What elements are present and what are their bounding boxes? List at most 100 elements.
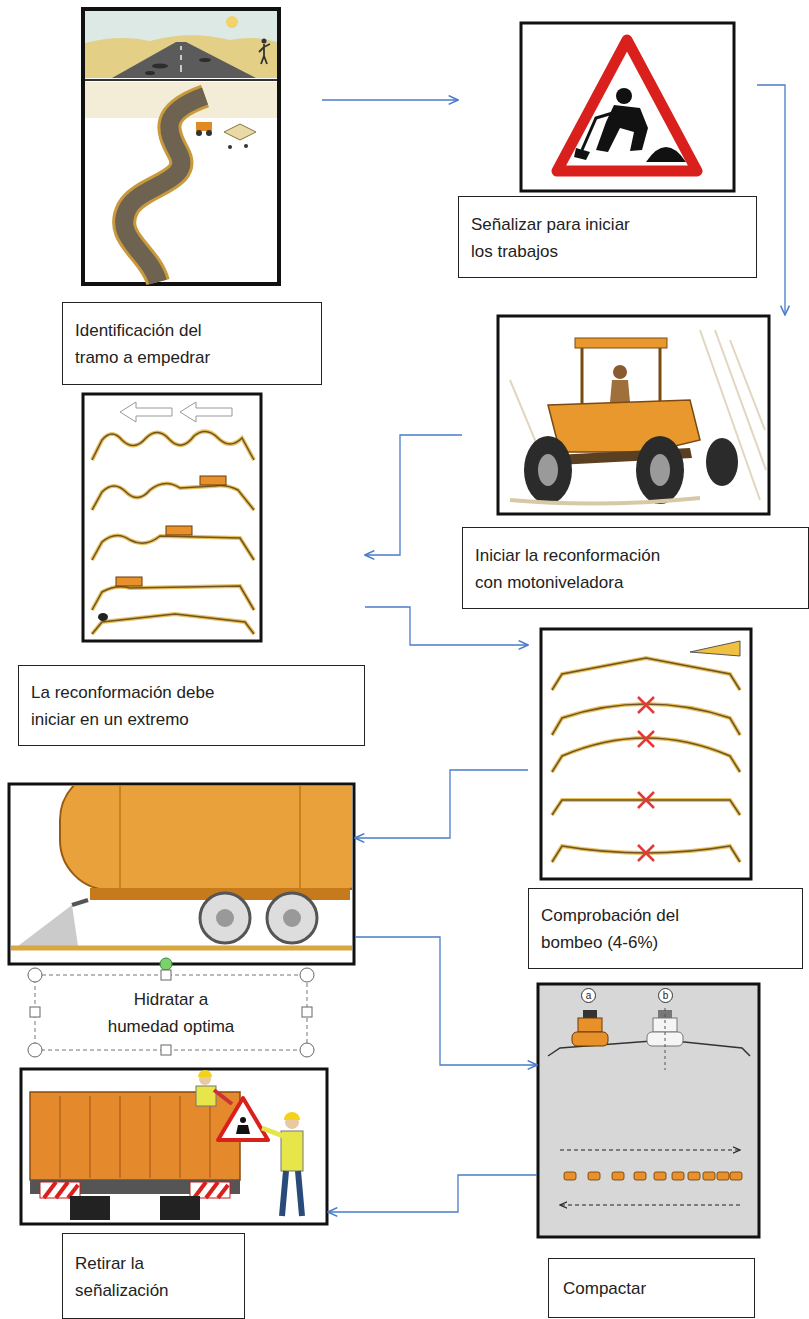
road-illustration <box>228 145 232 149</box>
reshaping-profiles <box>92 431 254 460</box>
step-caption: Compactar <box>548 1258 755 1318</box>
reshaping-profiles <box>98 613 108 621</box>
warning-sign <box>521 23 734 191</box>
truck-sign-removal <box>160 1196 200 1220</box>
truck-sign-removal <box>214 1090 232 1104</box>
crown-profiles <box>690 641 740 656</box>
crown-profiles <box>638 792 654 808</box>
compaction-scheme <box>564 1172 742 1180</box>
motor-grader <box>510 498 700 504</box>
compaction-scheme <box>672 1172 684 1180</box>
truck-sign-removal <box>262 1128 283 1136</box>
crown-profiles <box>552 800 740 815</box>
reshaping-profiles <box>92 535 254 560</box>
reshaping-profiles <box>180 402 232 422</box>
motor-grader <box>524 436 572 504</box>
water-tanker <box>283 909 301 927</box>
motor-grader <box>498 316 769 514</box>
truck-sign-removal <box>218 1098 268 1140</box>
truck-sign-removal <box>198 1070 212 1077</box>
compaction-scheme <box>665 1008 666 1070</box>
crown-profiles <box>552 846 740 862</box>
compaction-scheme <box>612 1172 624 1180</box>
compaction-scheme <box>654 1172 666 1180</box>
warning-sign <box>646 147 686 162</box>
reshaping-profiles <box>92 586 254 610</box>
reshaping-profiles <box>120 402 172 422</box>
road-illustration <box>196 122 212 131</box>
water-tanker <box>11 946 352 951</box>
compaction-scheme <box>583 1010 597 1018</box>
motor-grader <box>650 454 670 486</box>
reshaping-profiles <box>92 431 254 460</box>
truck-sign-removal <box>236 1125 250 1134</box>
reshaping-profiles <box>116 577 142 586</box>
reshaping-profiles <box>83 394 261 641</box>
road-illustration <box>85 35 277 78</box>
road-illustration <box>180 46 182 72</box>
road-illustration <box>259 44 270 64</box>
compaction-scheme <box>560 1149 740 1150</box>
water-tanker <box>11 786 352 948</box>
truck-sign-removal <box>21 1069 327 1224</box>
road-illustration <box>152 64 168 69</box>
compaction-scheme <box>538 984 759 1237</box>
process-step: La reconformación debe iniciar en un ext… <box>18 393 365 746</box>
compaction-scheme <box>538 984 759 1237</box>
crown-profiles <box>541 629 751 879</box>
selection-handles <box>160 958 172 970</box>
truck-sign-removal <box>60 1096 210 1178</box>
flow-arrow <box>365 607 528 645</box>
crown-profiles <box>552 658 740 690</box>
step-caption: Señalizar para iniciar los trabajos <box>458 196 757 278</box>
motor-grader <box>498 316 769 514</box>
motor-grader <box>636 436 684 504</box>
water-tanker <box>60 786 352 890</box>
motor-grader <box>706 438 738 486</box>
road-illustration <box>226 16 238 28</box>
road-illustration <box>83 9 279 284</box>
flow-arrow <box>757 85 785 315</box>
selection-handles <box>302 1007 312 1017</box>
road-illustration <box>196 130 202 136</box>
warning-sign <box>521 23 734 191</box>
compaction-scheme <box>688 1172 700 1180</box>
motor-grader <box>575 338 667 348</box>
reshaping-profiles <box>92 614 254 634</box>
road-illustration <box>206 130 212 136</box>
warning-sign <box>616 88 632 104</box>
truck-sign-removal <box>281 1131 303 1171</box>
process-step: Iniciar la reconformación con motonivela… <box>462 315 809 609</box>
selection-handles <box>300 1043 314 1057</box>
compaction-scheme <box>564 1172 576 1180</box>
road-illustration <box>244 144 248 148</box>
step-caption: Retirar la señalización <box>62 1233 245 1319</box>
crown-profiles <box>552 704 740 735</box>
truck-sign-removal <box>44 1182 78 1198</box>
truck-sign-removal <box>21 1069 327 1224</box>
selection-handles <box>161 1045 171 1055</box>
road-illustration <box>124 96 205 282</box>
step-caption: Iniciar la reconformación con motonivela… <box>462 527 809 609</box>
reshaping-profiles <box>92 483 254 510</box>
motor-grader <box>582 348 660 405</box>
compaction-scheme <box>588 1172 600 1180</box>
step-caption: Comprobación del bombeo (4-6%) <box>528 888 803 969</box>
compaction-scheme <box>717 1172 729 1180</box>
compaction-scheme <box>730 1172 742 1180</box>
flow-arrow <box>355 937 537 1065</box>
compaction-scheme <box>560 1204 740 1205</box>
truck-sign-removal <box>196 1086 216 1106</box>
step-caption: Identificación del tramo a empedrar <box>62 302 322 385</box>
selection-handles <box>28 958 314 1057</box>
crown-profiles <box>638 697 654 861</box>
selection-handles <box>28 968 42 982</box>
road-illustration <box>224 124 256 140</box>
motor-grader <box>548 400 700 452</box>
process-step: Hidratar a humedad optima <box>8 783 355 1050</box>
process-step: Compactar <box>537 983 760 1318</box>
callout-letter: b <box>658 988 673 1003</box>
water-tanker <box>9 770 390 964</box>
truck-sign-removal <box>194 1182 228 1198</box>
reshaping-profiles <box>200 476 226 485</box>
